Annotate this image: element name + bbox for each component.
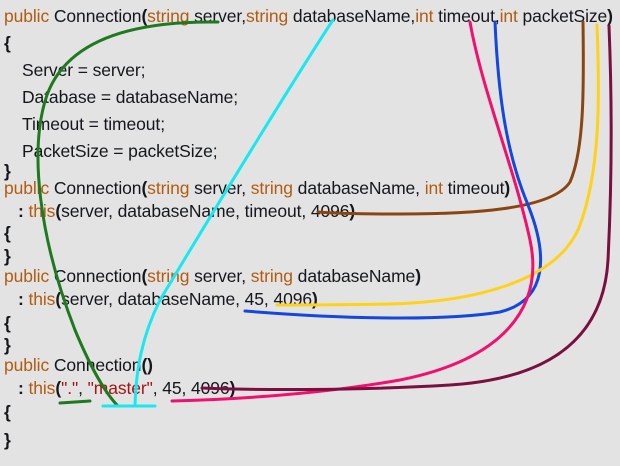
code-token: string	[147, 178, 190, 198]
code-token: Timeout = timeout;	[22, 114, 165, 134]
code-token: timeout	[442, 178, 505, 198]
code-token: databaseName,	[288, 6, 416, 26]
code-line: {	[4, 399, 11, 426]
code-line: {	[4, 310, 11, 337]
code-line: Timeout = timeout;	[22, 111, 165, 138]
code-token: {	[4, 33, 11, 53]
code-token: :	[18, 201, 29, 221]
code-token: public	[4, 178, 50, 198]
code-token: Connection	[53, 6, 142, 26]
code-token: server, databaseName, 45, 4096	[61, 289, 312, 309]
code-line: public Connection(string server,string d…	[4, 3, 613, 30]
code-token: server, databaseName, timeout, 4096	[61, 201, 350, 221]
code-line: Server = server;	[22, 57, 145, 84]
code-line: : this(server, databaseName, timeout, 40…	[18, 198, 355, 225]
code-token: , 45, 4096	[152, 378, 230, 398]
code-token: {	[4, 313, 11, 333]
code-token: }	[4, 246, 11, 266]
code-token: packetSize	[517, 6, 608, 26]
code-token: string	[147, 6, 190, 26]
code-token: (	[141, 6, 148, 26]
code-line: }	[4, 243, 11, 270]
code-token: ,	[78, 378, 88, 398]
code-token: public	[4, 355, 50, 375]
code-token: string	[147, 266, 190, 286]
code-token: server,	[189, 6, 246, 26]
code-token: )	[504, 178, 511, 198]
code-token: )	[607, 6, 613, 26]
code-token: string	[250, 178, 293, 198]
code-token: Database = databaseName;	[22, 87, 239, 107]
code-token: Connection	[53, 178, 142, 198]
code-line: {	[4, 220, 11, 247]
code-token: Connection	[53, 355, 142, 375]
code-token: }	[4, 335, 11, 355]
code-line: }	[4, 332, 11, 359]
code-token: PacketSize = packetSize;	[22, 141, 218, 161]
code-token: int	[499, 6, 518, 26]
code-token: :	[18, 378, 29, 398]
code-token: server,	[189, 266, 251, 286]
code-token: public	[4, 6, 50, 26]
code-token: this	[28, 378, 56, 398]
code-token: "."	[61, 378, 79, 398]
code-line: PacketSize = packetSize;	[22, 138, 218, 165]
code-line: : this(".", "master", 45, 4096)	[18, 375, 235, 402]
code-line: Database = databaseName;	[22, 84, 238, 111]
code-token: this	[28, 201, 56, 221]
code-token: :	[18, 289, 29, 309]
code-token: databaseName	[292, 266, 416, 286]
code-line: }	[4, 158, 11, 185]
code-token: timeout,	[433, 6, 500, 26]
code-token: )	[312, 289, 318, 309]
code-token: )	[349, 201, 356, 221]
code-token: }	[4, 161, 11, 181]
code-token: this	[28, 289, 56, 309]
code-token: public	[4, 266, 50, 286]
code-token: server,	[189, 178, 251, 198]
code-line: {	[4, 30, 11, 57]
code-token: int	[424, 178, 443, 198]
code-token: string	[250, 266, 293, 286]
code-token: )	[147, 355, 153, 375]
code-token: {	[4, 223, 11, 243]
code-token: {	[4, 402, 11, 422]
code-token: int	[415, 6, 434, 26]
code-token: Connection	[53, 266, 142, 286]
code-line: : this(server, databaseName, 45, 4096)	[18, 286, 318, 313]
code-line: }	[4, 427, 11, 454]
code-token: }	[4, 430, 11, 450]
code-token: string	[245, 6, 289, 26]
code-token: databaseName,	[292, 178, 425, 198]
code-token: Server = server;	[22, 60, 146, 80]
code-token: )	[229, 378, 236, 398]
code-token: )	[415, 266, 421, 286]
code-token: "master"	[87, 378, 153, 398]
